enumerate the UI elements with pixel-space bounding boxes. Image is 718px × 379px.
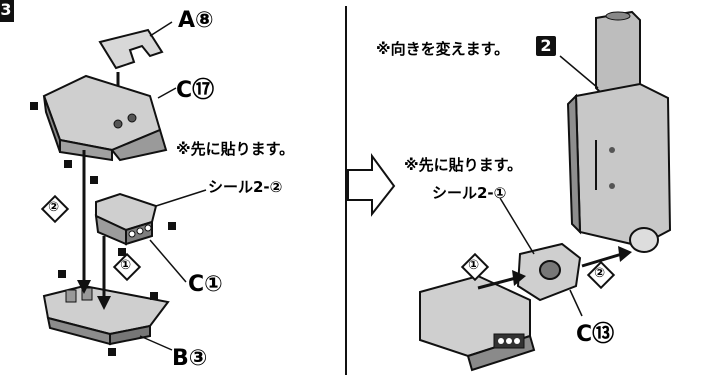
panel-divider [345, 6, 347, 375]
label-note-left: ※先に貼ります。 [176, 140, 295, 158]
leader-sticker-2-2 [155, 189, 207, 207]
label-note-right: ※先に貼ります。 [404, 156, 523, 174]
step-badge-right: 2 [536, 36, 556, 56]
order-diamond-1-left [112, 252, 142, 282]
label-direction-note: ※向きを変えます。 [376, 40, 510, 58]
leader-sticker-2-1 [499, 197, 535, 255]
leader-step2 [559, 55, 599, 89]
part-housing-right [419, 274, 536, 372]
part-a8 [98, 28, 164, 70]
order-diamond-2-right [586, 260, 616, 290]
leader-c1 [149, 239, 187, 283]
label-c17: C⑰ [176, 78, 215, 103]
part-body-assembled [566, 10, 672, 253]
leader-c17 [157, 87, 177, 99]
part-c1 [94, 192, 158, 246]
order-label-1-right: ① [468, 258, 480, 273]
label-b3: B③ [172, 346, 208, 371]
order-label-2-left: ② [48, 200, 60, 215]
arrow-1-right [477, 276, 517, 290]
leader-c13 [569, 289, 583, 317]
part-c13 [516, 242, 582, 302]
left-step-badge-bg [0, 0, 14, 22]
label-sticker-2-2: シール2-② [208, 178, 283, 196]
label-c1: C① [188, 272, 223, 297]
arrow-2-right [581, 252, 623, 268]
order-label-1-left: ① [120, 258, 132, 273]
step-badge-left: 3 [0, 0, 12, 19]
order-diamond-2-left [40, 194, 70, 224]
click-marks [30, 102, 176, 356]
label-a8: A⑧ [178, 8, 214, 33]
part-b3 [42, 284, 170, 346]
label-sticker-2-1: シール2-① [432, 184, 507, 202]
part-c17 [42, 74, 168, 162]
order-diamond-1-right [460, 252, 490, 282]
leader-a8 [149, 21, 173, 37]
order-label-2-right: ② [594, 266, 606, 281]
leader-b3 [139, 335, 173, 351]
transition-arrow [347, 152, 396, 217]
label-c13: C⑬ [576, 322, 615, 347]
